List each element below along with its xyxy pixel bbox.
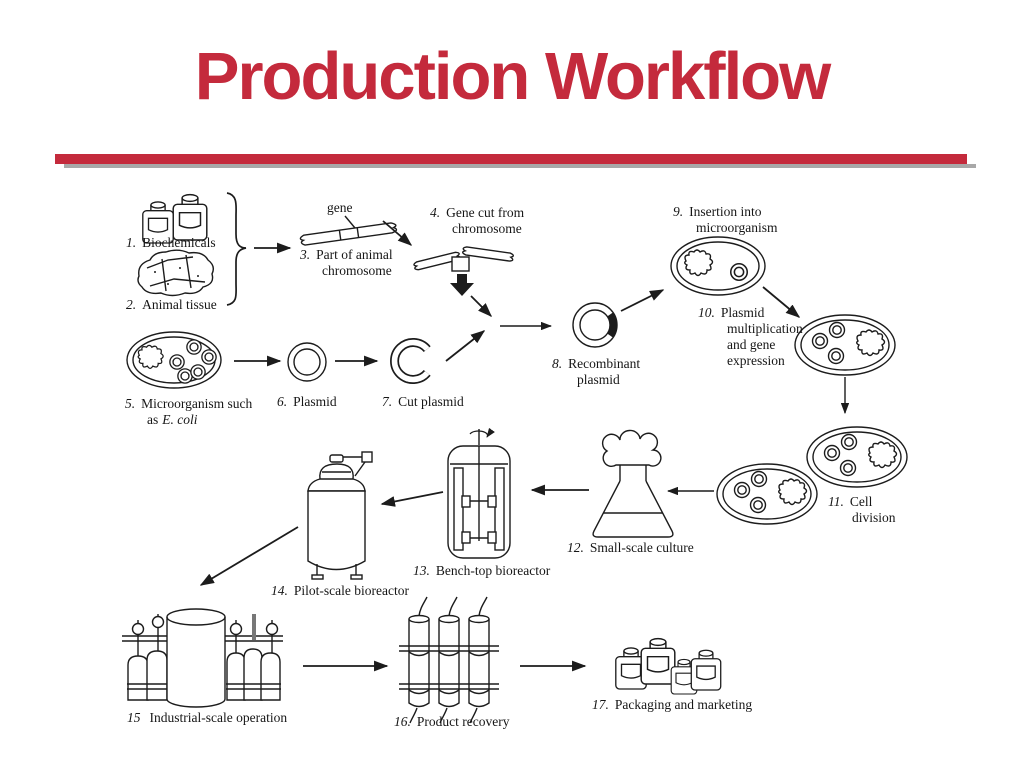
step-17-label: 17.Packaging and marketing (592, 697, 752, 712)
arrow-8-to-9 (620, 289, 665, 312)
step-9-label: 9.Insertion into (673, 204, 762, 219)
slide-title: Production Workflow (194, 39, 831, 114)
plasmid-icon (287, 342, 327, 382)
step-14-label: 14.Pilot-scale bioreactor (271, 583, 409, 598)
gene-label: gene (327, 200, 352, 215)
arrow-3-to-4 (382, 220, 413, 246)
step-6-label: 6.Plasmid (277, 394, 337, 409)
animal-tissue-icon (137, 249, 215, 297)
bench-bioreactor-icon (447, 427, 511, 559)
pilot-bioreactor-icon (307, 451, 373, 580)
step-3-label-line2: chromosome (322, 263, 392, 278)
step-10-label-line2: multiplication (727, 321, 803, 336)
step-11-label-line2: division (852, 510, 896, 525)
block-down-arrow (450, 274, 474, 296)
packaged-jars-icon (615, 637, 722, 695)
grouping-brace (226, 192, 247, 306)
arrow-7-to-junction (445, 330, 486, 362)
cell-division-bottom-icon (717, 464, 817, 524)
title-underline-shadow (64, 164, 976, 168)
industrial-plant-icon (122, 608, 283, 708)
insertion-cell-icon (670, 236, 766, 296)
recombinant-plasmid-icon (572, 302, 618, 348)
culture-flask-icon (592, 429, 674, 538)
arrow-14-to-15 (199, 526, 299, 586)
step-11-label: 11.Cell (828, 494, 873, 509)
arrow-4-to-junction (470, 295, 493, 318)
multiplication-cell-icon (795, 315, 895, 375)
step-7-label: 7.Cut plasmid (382, 394, 464, 409)
microorganism-cell-icon (126, 331, 222, 389)
step-3-label: 3.Part of animal (299, 247, 393, 262)
step-16-label: 16.Product recovery (394, 714, 510, 729)
step-12-label: 12.Small-scale culture (567, 540, 694, 555)
step-10-label: 10.Plasmid (698, 305, 765, 320)
arrow-9-to-10 (762, 286, 801, 318)
step-5-label: 5.Microorganism such (125, 396, 252, 411)
step-8-label-line2: plasmid (577, 372, 620, 387)
step-13-label: 13.Bench-top bioreactor (413, 563, 551, 578)
step-4-label: 4.Gene cut from (430, 205, 525, 220)
arrow-13-to-14 (380, 491, 444, 507)
step-4-label-line2: chromosome (452, 221, 522, 236)
flow-arrows (199, 220, 850, 672)
step-10-label-line3: and gene (727, 337, 775, 352)
title-underline (55, 154, 967, 164)
step-10-label-line4: expression (727, 353, 785, 368)
gene-cut-icon (413, 246, 514, 296)
recovery-columns-icon (399, 596, 499, 724)
gene-pointer-line (344, 215, 356, 229)
workflow-diagram: gene 1.Biochemicals 2.Animal tissue 3.Pa… (122, 192, 1024, 729)
animal-chromosome-icon (299, 222, 398, 246)
step-9-label-line2: microorganism (696, 220, 778, 235)
step-8-label: 8.Recombinant (552, 356, 640, 371)
step-2-label: 2.Animal tissue (126, 297, 217, 312)
cut-plasmid-icon (390, 338, 431, 384)
cell-division-top-icon (807, 427, 907, 487)
step-1-label: 1.Biochemicals (126, 235, 216, 250)
